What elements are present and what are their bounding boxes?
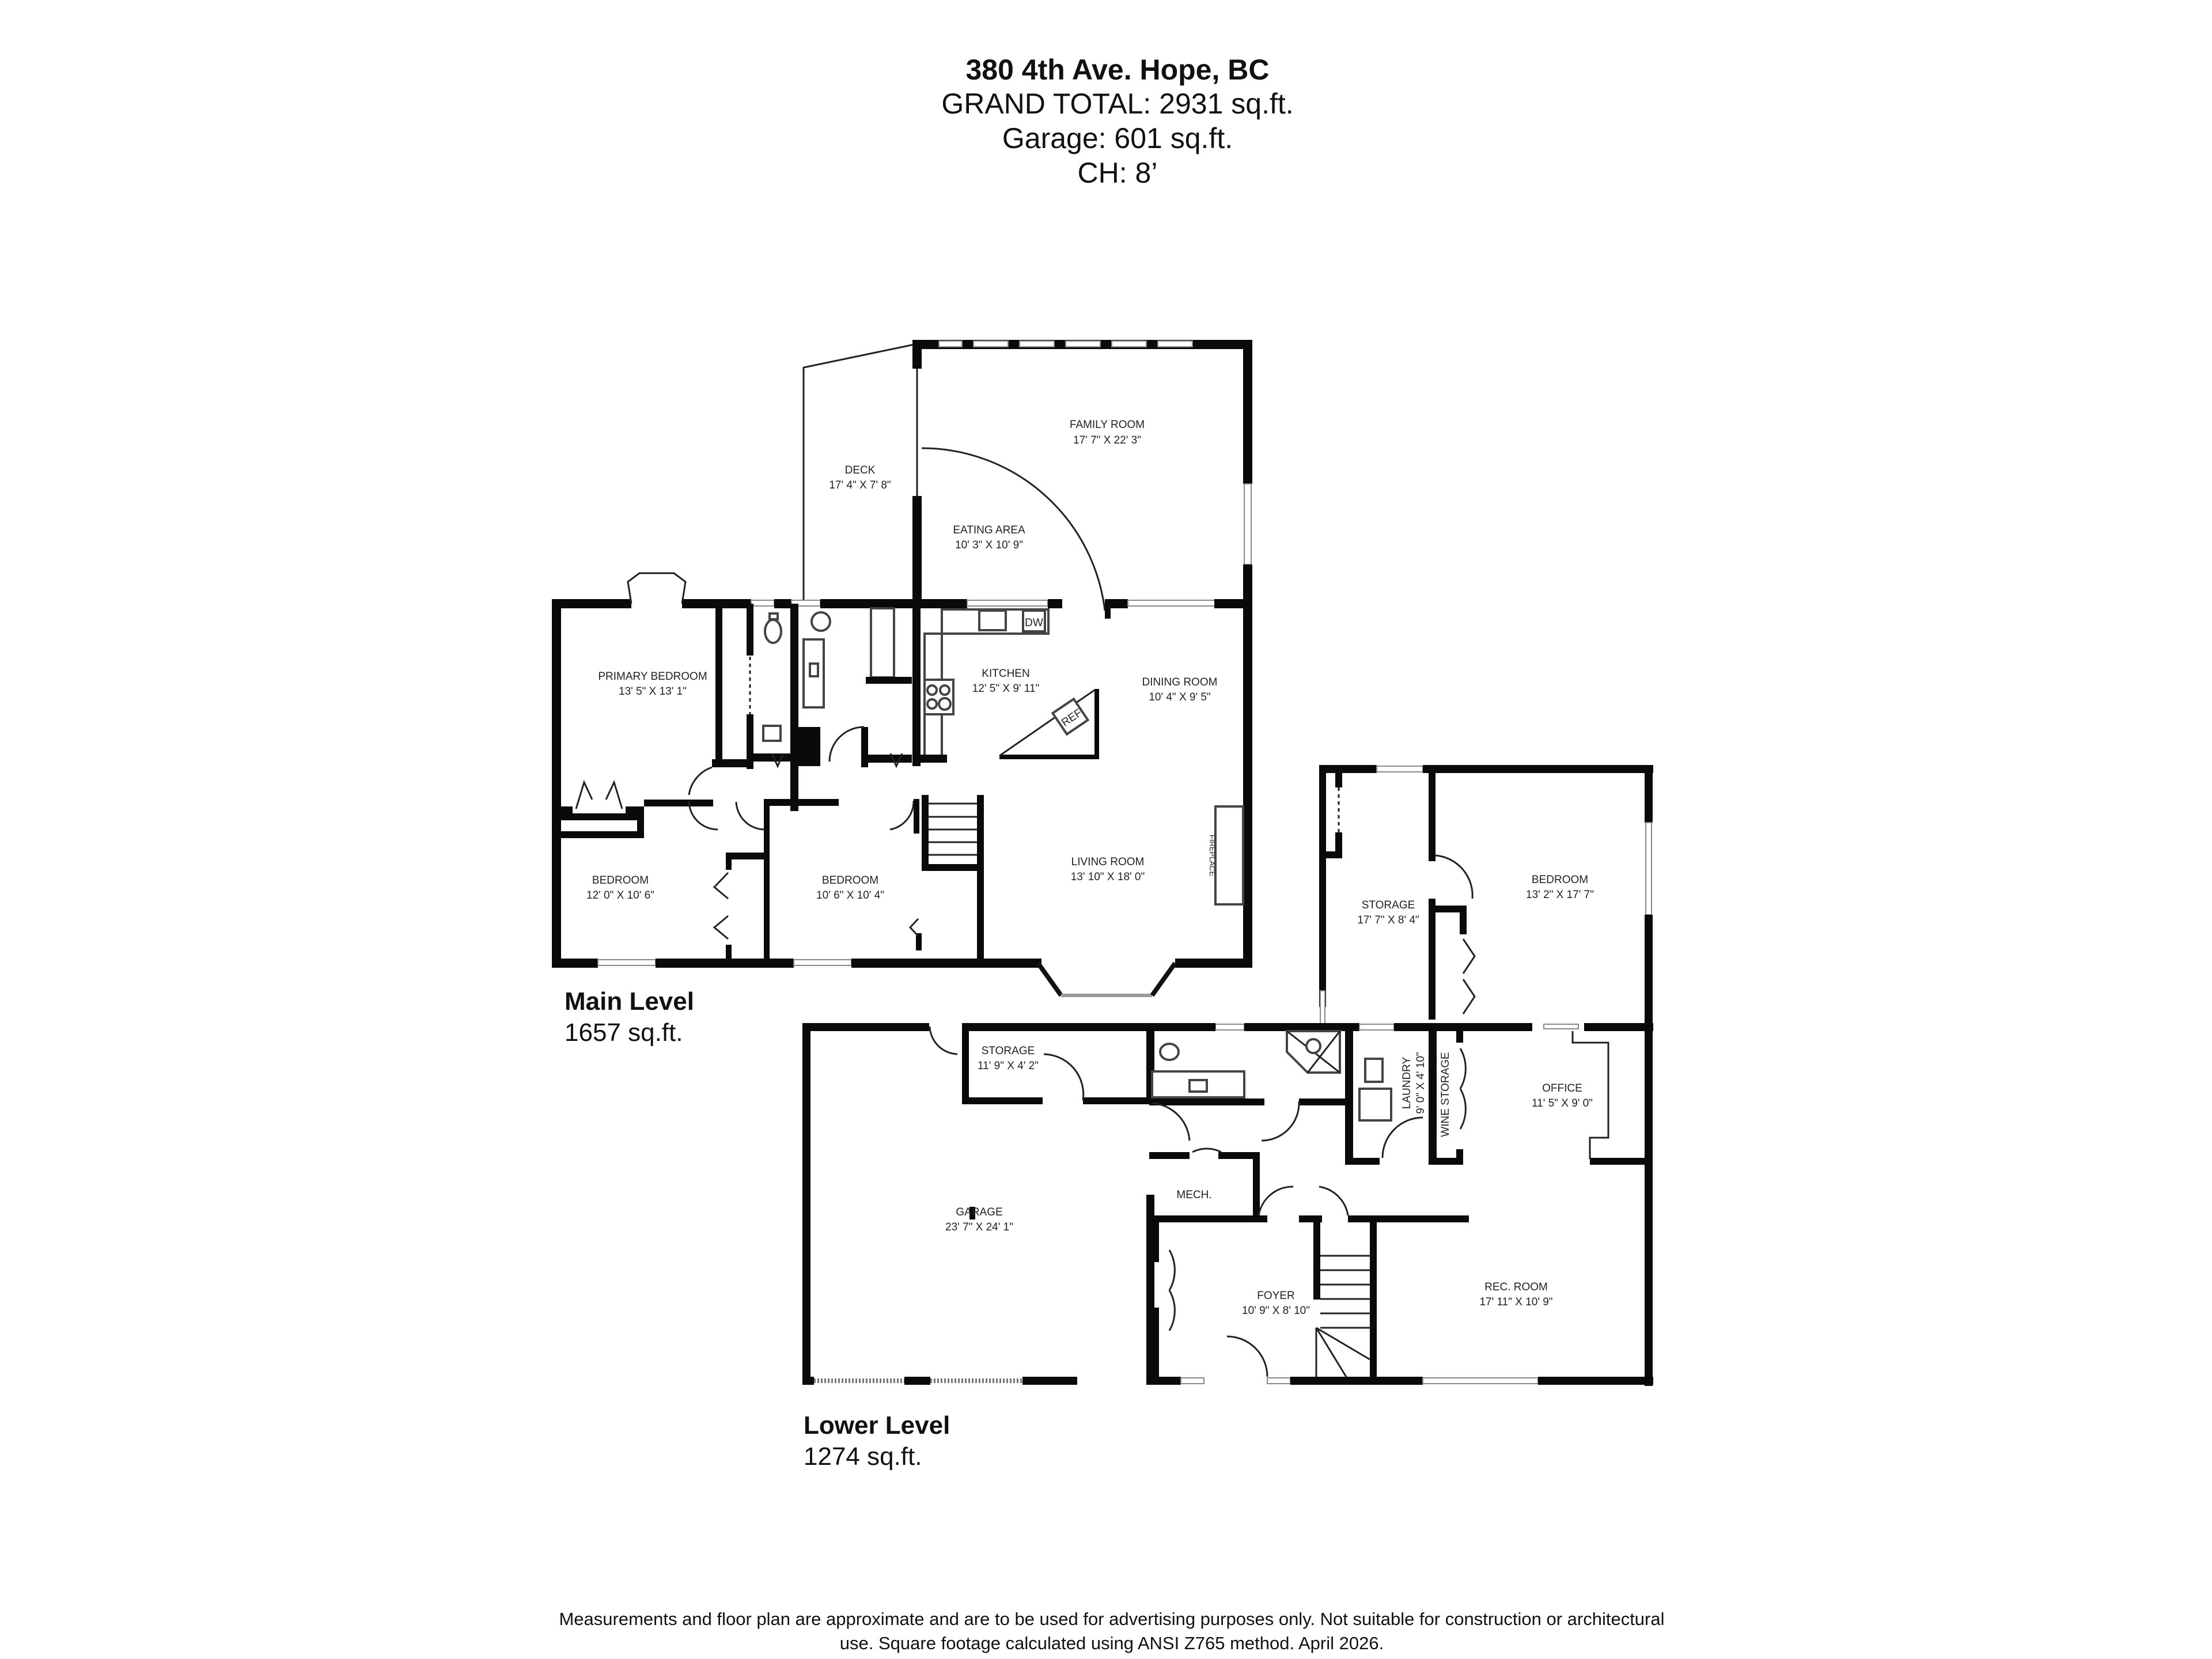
storage-upper-label: STORAGE xyxy=(1362,899,1415,911)
right-block-plan: STORAGE 17' 7" X 8' 4" BEDROOM 13' 2" X … xyxy=(1319,765,1653,1030)
plan-header: 380 4th Ave. Hope, BC GRAND TOTAL: 2931 … xyxy=(0,53,2212,190)
kitchen-dims: 12' 5" X 9' 11" xyxy=(972,683,1040,695)
deck-dims: 17' 4" X 7' 8" xyxy=(829,479,891,491)
bedroom-lower-label: BEDROOM xyxy=(1532,874,1588,886)
disclaimer: Measurements and floor plan are approxim… xyxy=(507,1607,1717,1656)
dining-room-label: DINING ROOM xyxy=(1142,676,1218,688)
rec-room-dims: 17' 11" X 10' 9" xyxy=(1479,1296,1552,1308)
main-level-area: 1657 sq.ft. xyxy=(565,1018,683,1047)
rec-room-label: REC. ROOM xyxy=(1484,1281,1548,1293)
eating-area-label: EATING AREA xyxy=(953,524,1025,536)
address-title: 380 4th Ave. Hope, BC xyxy=(965,54,1270,86)
lower-level-name: Lower Level xyxy=(804,1411,950,1440)
office-label: OFFICE xyxy=(1542,1082,1582,1094)
deck-outline xyxy=(802,343,918,604)
foyer-dims: 10' 9" X 8' 10" xyxy=(1242,1305,1310,1317)
dishwasher-label: DW xyxy=(1025,617,1043,629)
lower-level-area: 1274 sq.ft. xyxy=(804,1442,922,1471)
mech-label: MECH. xyxy=(1176,1189,1211,1201)
living-room-label: LIVING ROOM xyxy=(1071,856,1145,868)
bedroom-2-label: BEDROOM xyxy=(822,874,878,887)
main-level-caption: Main Level 1657 sq.ft. xyxy=(565,986,694,1048)
primary-bedroom-label: PRIMARY BEDROOM xyxy=(598,671,707,683)
deck-label: DECK xyxy=(845,464,876,476)
office-dims: 11' 5" X 9' 0" xyxy=(1532,1097,1593,1109)
storage-upper-dims: 17' 7" X 8' 4" xyxy=(1357,914,1419,926)
eating-area-dims: 10' 3" X 10' 9" xyxy=(955,539,1023,551)
laundry-label: LAUNDRY xyxy=(1401,1056,1413,1109)
disclaimer-line-1: Measurements and floor plan are approxim… xyxy=(559,1609,1665,1629)
living-room-dims: 13' 10" X 18' 0" xyxy=(1071,871,1145,883)
family-room-label: FAMILY ROOM xyxy=(1070,419,1145,431)
bedroom-1-label: BEDROOM xyxy=(592,874,649,887)
fireplace-label: FIREPLACE xyxy=(1208,835,1217,877)
disclaimer-line-2: use. Square footage calculated using ANS… xyxy=(839,1633,1384,1653)
kitchen-label: KITCHEN xyxy=(982,668,1029,680)
main-level-name: Main Level xyxy=(565,987,694,1016)
bedroom-lower-dims: 13' 2" X 17' 7" xyxy=(1526,889,1594,901)
grand-total: GRAND TOTAL: 2931 sq.ft. xyxy=(941,88,1294,120)
garage-area: Garage: 601 sq.ft. xyxy=(1002,122,1233,154)
wine-storage-label: WINE STORAGE xyxy=(1440,1052,1452,1137)
main-level-plan: DW REF xyxy=(552,340,1252,997)
bedroom-2-dims: 10' 6" X 10' 4" xyxy=(816,889,884,902)
lower-level-caption: Lower Level 1274 sq.ft. xyxy=(804,1410,950,1472)
bedroom-1-dims: 12' 0" X 10' 6" xyxy=(586,889,654,902)
garage-dims: 23' 7" X 24' 1" xyxy=(945,1221,1013,1233)
dining-room-dims: 10' 4" X 9' 5" xyxy=(1149,691,1210,703)
garage-label: GARAGE xyxy=(956,1206,1002,1218)
storage-lower-label: STORAGE xyxy=(982,1045,1035,1057)
ceiling-height: CH: 8’ xyxy=(1077,157,1158,189)
primary-bedroom-dims: 13' 5" X 13' 1" xyxy=(619,685,687,698)
foyer-label: FOYER xyxy=(1257,1290,1294,1302)
storage-lower-dims: 11' 9" X 4' 2" xyxy=(978,1060,1039,1072)
laundry-dims: 9' 0" X 4' 10" xyxy=(1415,1052,1427,1113)
lower-level-plan: STORAGE 11' 9" X 4' 2" MECH. LAUNDRY 9' … xyxy=(802,1023,1653,1386)
family-room-dims: 17' 7" X 22' 3" xyxy=(1073,434,1141,446)
